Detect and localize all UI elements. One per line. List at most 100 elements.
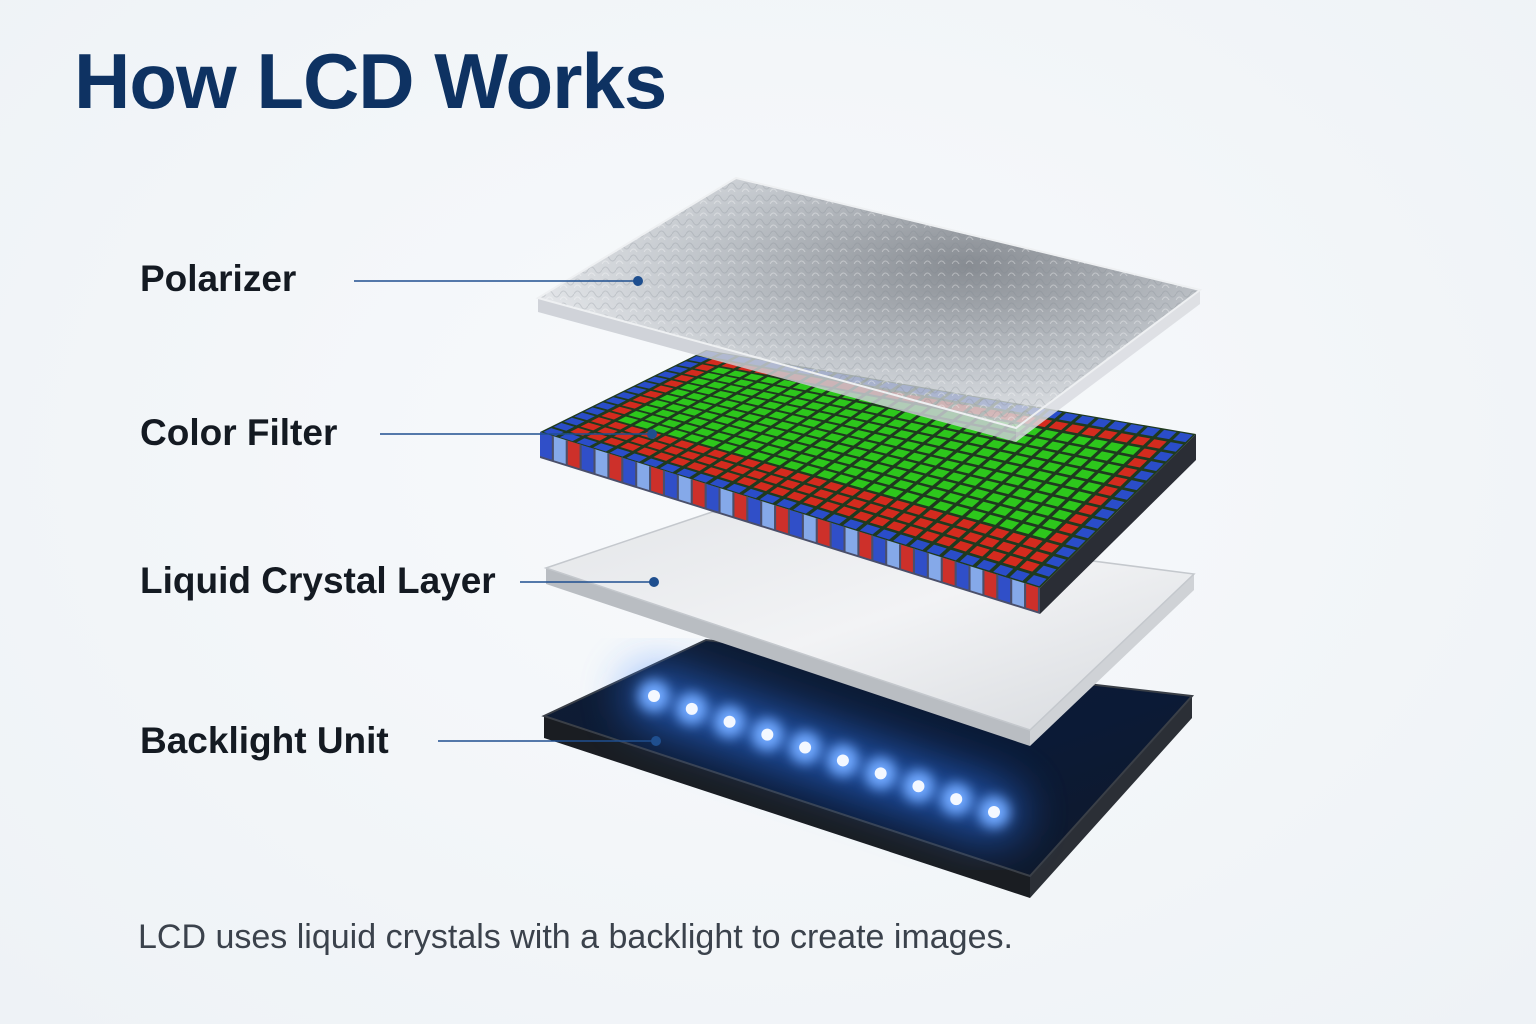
- color-filter-cell: [1046, 556, 1067, 568]
- color-filter-cell: [966, 456, 987, 466]
- color-filter-cell: [887, 419, 908, 428]
- color-filter-cell: [590, 417, 612, 425]
- color-filter-cell: [916, 445, 937, 454]
- color-filter-cell: [1104, 442, 1125, 452]
- color-filter-cell: [844, 419, 865, 428]
- color-filter-cell: [816, 470, 838, 480]
- color-filter-cell: [995, 484, 1016, 495]
- color-filter-cell: [584, 407, 606, 415]
- color-filter-cell: [1110, 454, 1131, 465]
- color-filter-cell: [651, 425, 672, 434]
- color-filter-cell: [956, 518, 977, 530]
- color-filter-cell: [694, 364, 715, 371]
- color-filter-cell: [827, 415, 849, 424]
- color-filter-cell: [999, 463, 1020, 473]
- color-filter-cell: [768, 411, 789, 420]
- color-filter-cell: [831, 399, 853, 407]
- color-filter-cell: [676, 468, 697, 478]
- color-filter-cell: [880, 456, 901, 466]
- color-filter-cell: [644, 415, 666, 423]
- color-filter-cell: [760, 376, 781, 384]
- color-filter-cell: [847, 448, 868, 457]
- color-filter-cell: [1124, 480, 1145, 491]
- color-filter-cell: [680, 451, 701, 460]
- color-filter-cell: [962, 532, 984, 543]
- color-filter-cell: [992, 451, 1013, 461]
- color-filter-edge-cell: [845, 527, 858, 556]
- color-filter-cell: [814, 440, 835, 449]
- color-filter-cell: [1039, 541, 1060, 553]
- color-filter-cell: [673, 374, 695, 382]
- color-filter-cell: [624, 426, 645, 435]
- color-filter-edge-cell: [1012, 579, 1025, 608]
- color-filter-cell: [796, 484, 817, 494]
- color-filter-cell: [886, 521, 907, 532]
- color-filter-edge-cell: [776, 505, 788, 534]
- color-filter-cell: [1061, 444, 1082, 455]
- color-filter-cell: [1094, 451, 1115, 461]
- backlight-marker-dot: [651, 736, 661, 746]
- color-filter-cell: [946, 472, 967, 482]
- color-filter-cell: [920, 426, 941, 435]
- color-filter-cell: [985, 493, 1006, 503]
- color-filter-cell: [723, 454, 745, 463]
- color-filter-edge-cell: [595, 449, 608, 478]
- color-filter-cell: [615, 392, 637, 400]
- color-filter-cell: [936, 480, 957, 491]
- color-filter-cell: [684, 369, 705, 377]
- color-filter-cell: [686, 392, 707, 401]
- color-filter-cell: [711, 432, 732, 441]
- color-filter-cell: [846, 498, 867, 509]
- color-filter-cell: [740, 458, 761, 468]
- color-filter-cell: [630, 436, 651, 445]
- color-filter-cell: [919, 476, 940, 486]
- color-filter-cell: [1137, 448, 1157, 459]
- color-filter-cell: [870, 415, 892, 425]
- color-filter-cell: [1143, 461, 1164, 471]
- color-filter-cell: [576, 438, 598, 447]
- color-filter-cell: [1006, 532, 1027, 544]
- color-filter-cell: [923, 456, 944, 466]
- color-filter-cell: [729, 394, 750, 402]
- color-filter-cell: [801, 418, 822, 427]
- color-filter-cell: [824, 433, 845, 442]
- color-filter-cell: [989, 528, 1010, 539]
- color-filter-cell: [1015, 523, 1036, 535]
- color-filter-cell: [611, 406, 633, 415]
- color-filter-cell: [860, 423, 882, 432]
- color-filter-cell: [879, 508, 901, 519]
- color-filter-edge-cell: [803, 514, 816, 543]
- color-filter-cell: [896, 460, 917, 470]
- color-filter-cell: [1029, 551, 1050, 563]
- color-filter-cell: [803, 496, 824, 507]
- color-filter-cell: [969, 545, 990, 557]
- color-filter-cell: [946, 527, 967, 538]
- color-filter-cell: [1153, 451, 1174, 462]
- color-filter-cell: [819, 501, 841, 512]
- color-filter-cell: [1002, 497, 1023, 508]
- color-filter-cell: [1025, 458, 1046, 469]
- color-filter-cell: [1028, 438, 1049, 448]
- color-filter-cell: [669, 389, 690, 397]
- color-filter-edge-cell: [692, 479, 705, 508]
- color-filter-cell: [838, 409, 859, 417]
- color-filter-cell: [810, 458, 831, 468]
- color-filter-cell: [1041, 462, 1062, 472]
- color-filter-cell: [673, 440, 695, 449]
- color-filter-cell: [883, 487, 904, 498]
- color-filter-cell: [829, 494, 851, 504]
- color-filter-cell: [1117, 467, 1138, 478]
- color-filter-edge-cell: [748, 497, 761, 525]
- color-filter-cell: [688, 418, 709, 426]
- color-filter-cell: [772, 395, 793, 403]
- color-filter-cell: [783, 461, 804, 470]
- color-filter-cell: [770, 438, 792, 448]
- color-filter-cell: [620, 442, 641, 451]
- color-filter-cell: [900, 441, 921, 450]
- color-filter-cell: [708, 406, 730, 414]
- color-filter-edge-cell: [817, 518, 830, 547]
- color-filter-cell: [712, 390, 734, 399]
- color-filter-cell: [1025, 514, 1046, 525]
- color-filter-cell: [876, 475, 897, 486]
- color-filter-cell: [1068, 456, 1089, 467]
